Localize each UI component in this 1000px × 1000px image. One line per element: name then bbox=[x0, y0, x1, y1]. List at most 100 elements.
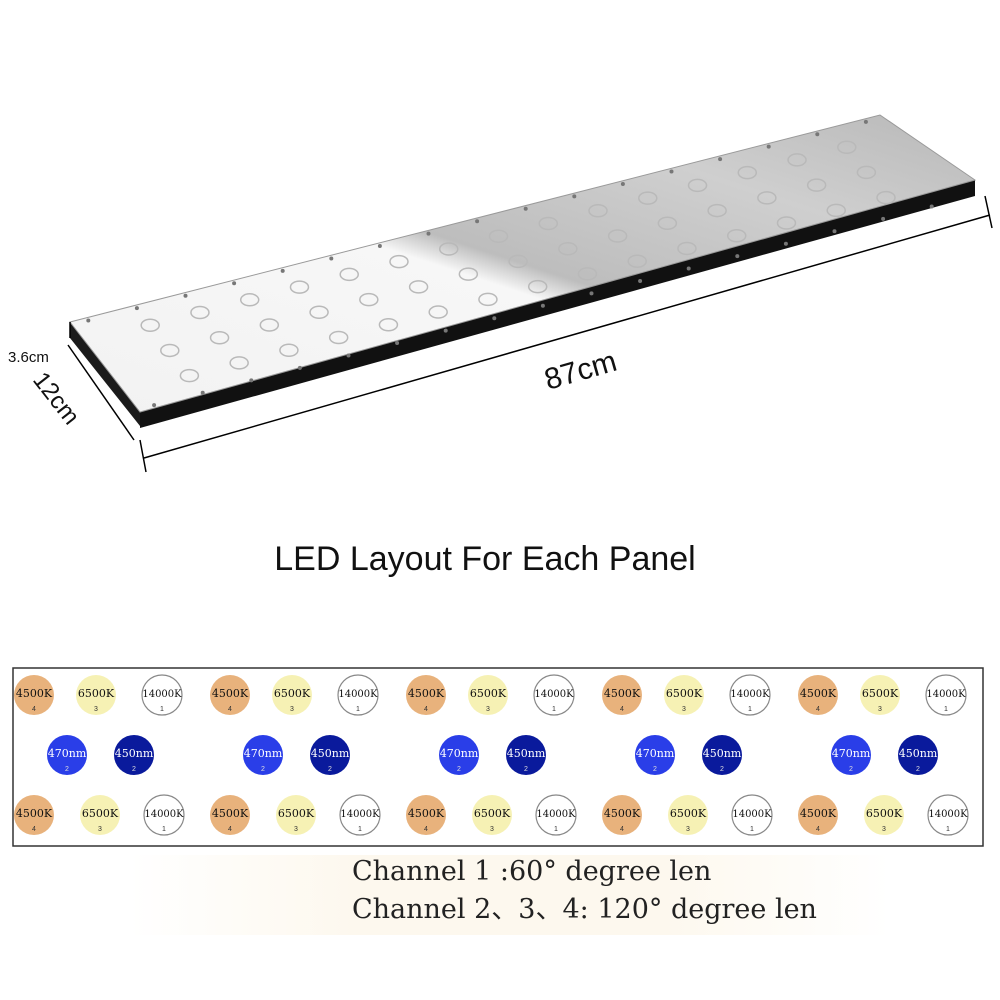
led-label: 4500K bbox=[16, 807, 53, 820]
led-label: 14000K bbox=[338, 689, 378, 700]
led-circle bbox=[731, 794, 773, 836]
led-circle bbox=[798, 795, 838, 835]
led-4500k: 4500K 4 bbox=[14, 795, 54, 835]
led-label: 450nm bbox=[507, 747, 546, 760]
led-lens bbox=[239, 293, 260, 307]
channel-note-1: Channel 1 :60° degree len bbox=[352, 856, 712, 887]
led-circle bbox=[14, 675, 54, 715]
led-channel-number: 2 bbox=[65, 766, 69, 773]
led-circle bbox=[664, 675, 704, 715]
led-label: 470nm bbox=[636, 747, 675, 760]
led-circle bbox=[925, 674, 967, 716]
led-label: 450nm bbox=[115, 747, 154, 760]
led-channel-number: 1 bbox=[356, 706, 360, 713]
led-channel-number: 2 bbox=[849, 766, 853, 773]
led-label: 6500K bbox=[866, 807, 903, 820]
led-channel-number: 3 bbox=[686, 826, 690, 833]
led-circle bbox=[860, 675, 900, 715]
led-lens bbox=[826, 203, 846, 218]
led-channel-number: 1 bbox=[748, 706, 752, 713]
led-label: 6500K bbox=[78, 687, 115, 700]
led-channel-number: 4 bbox=[816, 826, 820, 833]
led-channel-number: 2 bbox=[653, 766, 657, 773]
led-channel-number: 2 bbox=[328, 766, 332, 773]
led-label: 14000K bbox=[926, 689, 966, 700]
led-circle bbox=[276, 795, 316, 835]
led-channel-number: 3 bbox=[98, 826, 102, 833]
led-channel-number: 2 bbox=[916, 766, 920, 773]
led-circle bbox=[210, 795, 250, 835]
led-lens bbox=[687, 178, 708, 193]
led-label: 6500K bbox=[862, 687, 899, 700]
screw bbox=[280, 268, 285, 273]
screw bbox=[766, 144, 771, 149]
notes-background bbox=[130, 855, 890, 935]
screw bbox=[443, 328, 448, 333]
screw bbox=[815, 132, 820, 137]
led-channel-number: 4 bbox=[816, 706, 820, 713]
screw bbox=[572, 194, 577, 199]
screw bbox=[152, 403, 157, 408]
led-panel-product-illustration: 3.6cm 12cm 87cm bbox=[8, 114, 993, 473]
led-channel-number: 1 bbox=[946, 826, 950, 833]
led-lens bbox=[627, 254, 647, 268]
led-layout-diagram: 4500K46500K314000K1470nm2450nm24500K4650… bbox=[12, 667, 984, 847]
led-circle bbox=[406, 795, 446, 835]
led-label: 4500K bbox=[408, 687, 445, 700]
led-circle bbox=[927, 794, 969, 836]
screw bbox=[395, 341, 400, 346]
led-channel-number: 4 bbox=[32, 826, 36, 833]
led-label: 470nm bbox=[244, 747, 283, 760]
led-channel-number: 4 bbox=[228, 706, 232, 713]
led-lens bbox=[408, 280, 429, 294]
led-lens bbox=[359, 292, 379, 307]
screw bbox=[523, 206, 528, 211]
led-label: 14000K bbox=[142, 689, 182, 700]
led-circle bbox=[114, 735, 154, 775]
led-label: 6500K bbox=[670, 807, 707, 820]
led-circle bbox=[506, 735, 546, 775]
screw bbox=[735, 254, 740, 259]
led-lens bbox=[458, 267, 479, 281]
led-label: 4500K bbox=[212, 687, 249, 700]
led-channel-number: 3 bbox=[290, 706, 294, 713]
led-circle bbox=[702, 735, 742, 775]
screw bbox=[863, 119, 868, 124]
screw bbox=[329, 256, 334, 261]
led-lens bbox=[757, 191, 777, 205]
led-channel-number: 2 bbox=[132, 766, 136, 773]
led-channel-number: 4 bbox=[228, 826, 232, 833]
led-lens bbox=[389, 254, 409, 269]
led-circle bbox=[339, 794, 381, 836]
screw bbox=[783, 241, 788, 246]
led-channel-number: 1 bbox=[160, 706, 164, 713]
led-label: 4500K bbox=[604, 687, 641, 700]
channel-note-2: Channel 2、3、4: 120° degree len bbox=[352, 894, 817, 925]
led-circle bbox=[635, 735, 675, 775]
led-lens bbox=[339, 267, 359, 282]
led-470nm: 470nm 2 bbox=[243, 735, 283, 775]
led-channel-number: 3 bbox=[882, 826, 886, 833]
led-lens bbox=[837, 140, 857, 154]
led-label: 6500K bbox=[82, 807, 119, 820]
led-label: 4500K bbox=[16, 687, 53, 700]
channel-notes: Channel 1 :60° degree len Channel 2、3、4:… bbox=[352, 853, 817, 929]
led-label: 14000K bbox=[730, 689, 770, 700]
led-lens bbox=[876, 190, 896, 205]
led-lens bbox=[209, 330, 230, 345]
led-lens bbox=[328, 330, 349, 345]
led-circle bbox=[14, 795, 54, 835]
led-channel-number: 2 bbox=[261, 766, 265, 773]
